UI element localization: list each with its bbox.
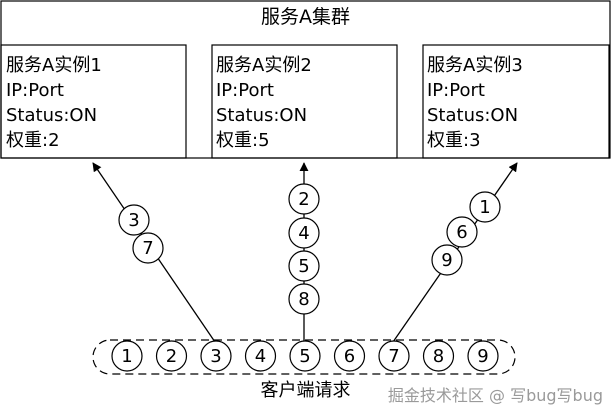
cluster-title: 服务A集群 [261,6,350,28]
request-number: 5 [299,346,310,367]
request-number: 1 [121,346,132,367]
route-3-request-1: 1 [469,191,501,223]
request-number: 7 [142,238,153,259]
queue-request-2: 2 [155,340,188,372]
request-circle-outline [200,340,232,372]
request-circle-outline [244,340,277,372]
instance-address: IP:Port [216,80,274,101]
request-circle-outline [288,217,320,249]
instance-name: 服务A实例1 [6,55,102,76]
queue-request-5: 5 [289,340,321,372]
request-circle-outline [431,244,463,276]
request-number: 9 [477,346,488,367]
instance-box-2 [211,44,398,159]
request-circle-outline [446,216,478,248]
request-number: 3 [210,346,221,367]
request-number: 3 [128,210,139,231]
request-number: 4 [298,223,309,244]
request-number: 2 [298,189,309,210]
instance-status: Status:ON [427,105,519,126]
instance-status: Status:ON [216,105,308,126]
route-2-request-4: 4 [288,217,320,249]
request-number: 4 [255,346,266,367]
request-circle-outline [289,340,321,372]
instance-card-1: 服务A实例1 IP:Port Status:ON 权重:2 [6,53,102,153]
request-number: 7 [388,346,399,367]
route-3-request-9: 9 [431,244,463,276]
request-number: 2 [166,346,177,367]
request-circle-outline [288,283,320,315]
queue-request-3: 3 [200,340,232,372]
route-3-request-6: 6 [446,216,478,248]
route-1-request-7: 7 [132,232,164,264]
instance-address: IP:Port [6,80,64,101]
instance-weight: 权重:5 [216,130,270,151]
queue-request-1: 1 [111,340,143,372]
request-circle-outline [333,340,366,372]
request-number: 9 [441,250,452,271]
watermark: 掘金技术社区 @ 写bug写bug [387,386,603,405]
request-circle-outline [132,232,164,264]
request-number: 6 [456,222,467,243]
instance-name: 服务A实例2 [216,55,312,76]
request-circle-outline [288,183,320,215]
request-number: 1 [479,197,490,218]
queue-request-9: 9 [467,340,499,372]
route-2-request-5: 5 [288,250,320,282]
request-circle-outline [155,340,188,372]
instance-weight: 权重:3 [427,130,481,151]
request-number: 8 [433,346,444,367]
queue-request-6: 6 [333,340,366,372]
instance-box-1 [0,44,187,159]
instance-address: IP:Port [427,80,485,101]
instance-status: Status:ON [6,105,98,126]
request-circle-outline [422,340,455,372]
request-circle-outline [469,191,501,223]
instance-weight: 权重:2 [6,130,60,151]
queue-request-7: 7 [378,340,410,372]
route-1-request-3: 3 [118,204,150,236]
queue-request-4: 4 [244,340,277,372]
queue-request-8: 8 [422,340,455,372]
instance-card-2: 服务A实例2 IP:Port Status:ON 权重:5 [216,53,312,153]
request-circle-outline [288,250,320,282]
request-circle-outline [118,204,150,236]
request-circle-outline [378,340,410,372]
client-requests-label: 客户端请求 [260,380,351,401]
request-number: 8 [298,289,309,310]
request-number: 6 [344,346,355,367]
route-2-request-8: 8 [288,283,320,315]
request-number: 5 [298,256,309,277]
instance-box-3 [422,44,610,159]
request-circle-outline [467,340,499,372]
request-circle-outline [111,340,143,372]
instance-name: 服务A实例3 [427,55,523,76]
instance-card-3: 服务A实例3 IP:Port Status:ON 权重:3 [427,53,523,153]
route-2-request-2: 2 [288,183,320,215]
